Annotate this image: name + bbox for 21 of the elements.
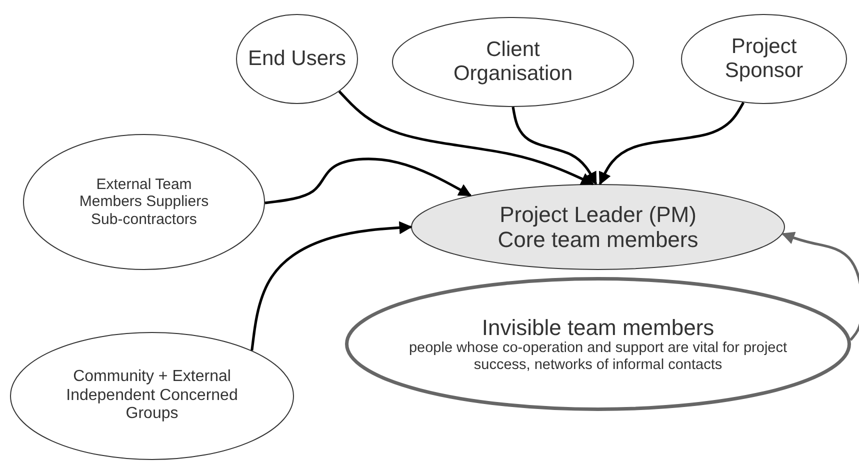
arrow bbox=[264, 158, 472, 204]
ellipse-node bbox=[411, 184, 785, 270]
node-label: Project Sponsor bbox=[724, 34, 804, 84]
node-label: Client Organisation bbox=[452, 38, 574, 86]
ellipse-node bbox=[392, 17, 634, 107]
ellipse-node bbox=[10, 332, 294, 460]
node-label: End Users bbox=[248, 46, 346, 72]
node-label: Project Leader (PM) Core team members bbox=[496, 202, 700, 252]
node-description: people whose co-operation and support are vital for project success, networks of informal contacts bbox=[408, 340, 788, 374]
ellipse-node bbox=[681, 14, 847, 104]
arrow bbox=[338, 90, 594, 186]
arrow bbox=[250, 221, 412, 351]
ellipse-node bbox=[23, 134, 265, 270]
node-label: External Team Members Suppliers Sub-contractors bbox=[78, 176, 210, 228]
node-label: Community + External Independent Concerned Groups bbox=[65, 368, 239, 424]
arrow bbox=[512, 106, 598, 186]
arrow bbox=[781, 232, 859, 341]
ellipse-node bbox=[236, 14, 358, 104]
node-label: Invisible team members bbox=[482, 314, 714, 340]
arrow bbox=[598, 102, 745, 186]
ellipse-node bbox=[345, 277, 851, 411]
